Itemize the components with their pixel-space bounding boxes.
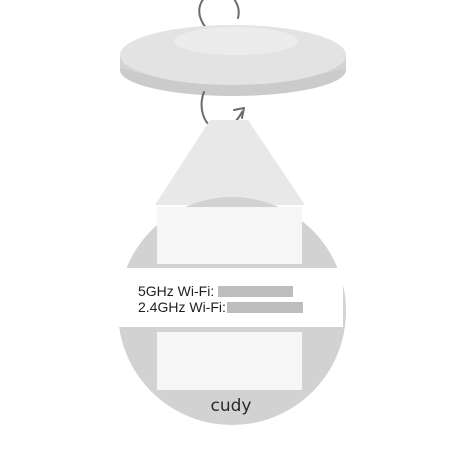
wifi-24g-redaction bbox=[227, 302, 303, 313]
wifi-24g-label: 2.4GHz Wi-Fi: bbox=[138, 299, 226, 315]
label-bottom-panel bbox=[157, 332, 302, 390]
access-point-device bbox=[120, 25, 346, 96]
device-top-highlight bbox=[174, 27, 298, 55]
brand-logo: cudy bbox=[211, 396, 252, 416]
zoom-beam bbox=[155, 120, 305, 205]
rotate-arrow-top bbox=[199, 0, 239, 28]
label-top-panel bbox=[157, 207, 302, 264]
wifi-5g-redaction bbox=[218, 286, 293, 297]
wifi-5g-label: 5GHz Wi-Fi: bbox=[138, 283, 214, 299]
